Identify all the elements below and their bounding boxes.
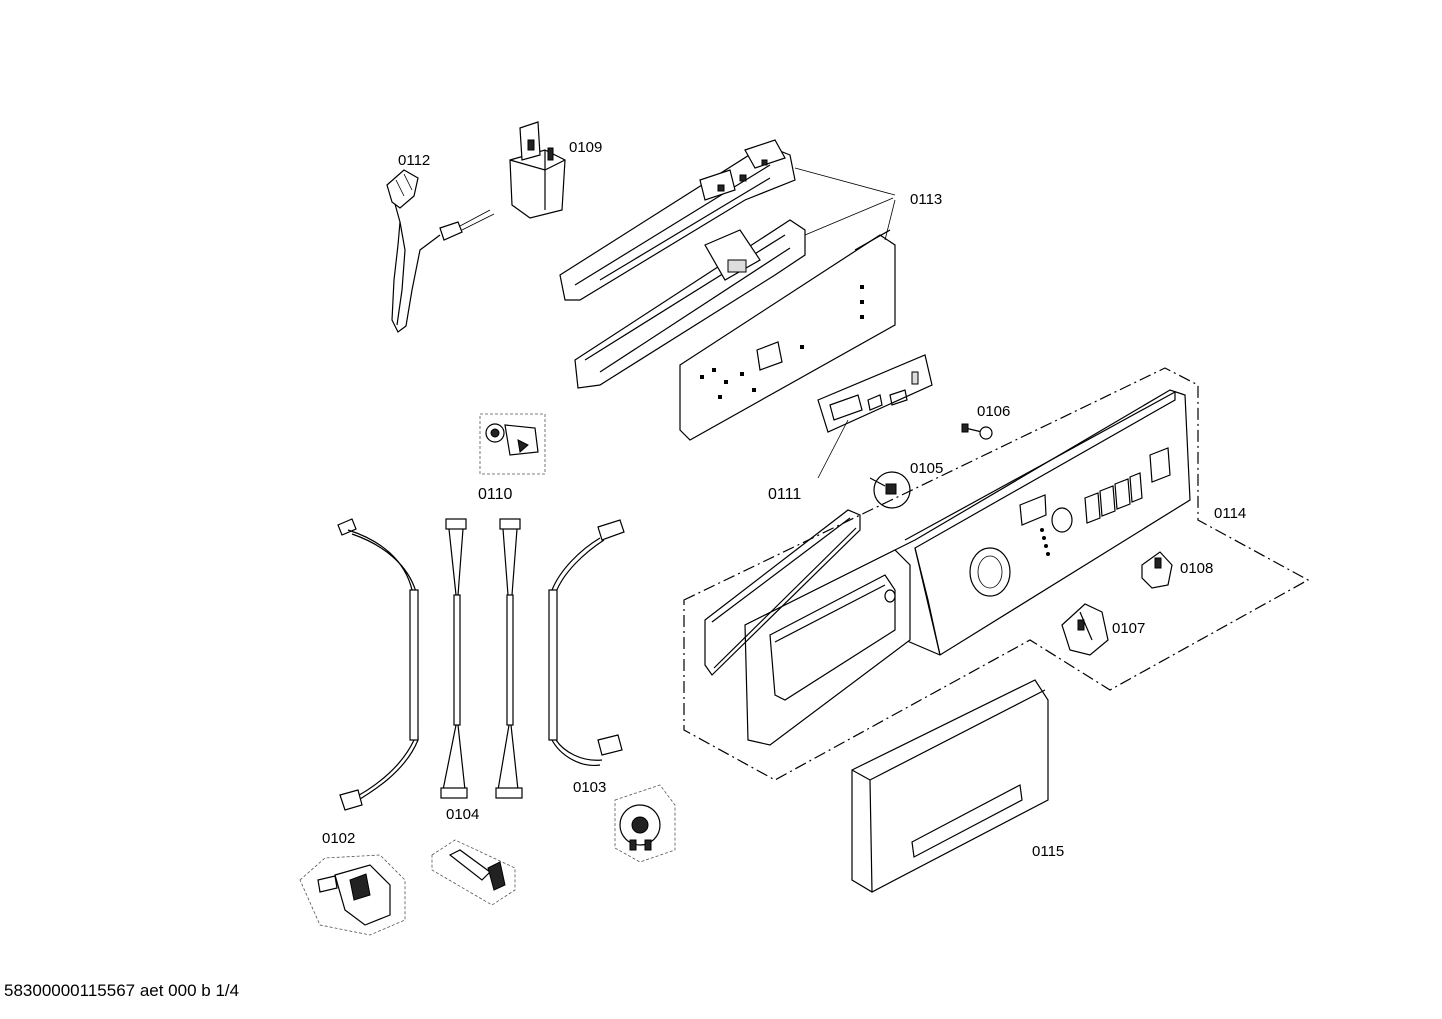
part-pressure-switch xyxy=(614,784,676,863)
label-0105: 0105 xyxy=(910,460,944,477)
part-0108-knob xyxy=(1141,551,1173,589)
label-0112: 0112 xyxy=(398,152,431,169)
part-0112-power-cord xyxy=(386,169,495,333)
part-0107-knob xyxy=(1061,603,1109,656)
label-0103: 0103 xyxy=(573,779,607,796)
part-sensor xyxy=(431,839,516,906)
label-0102: 0102 xyxy=(322,830,356,847)
drawing-number-footer: 58300000115567 aet 000 b 1/4 xyxy=(4,981,240,1000)
label-0114: 0114 xyxy=(1214,505,1247,522)
part-0115-drawer-handle xyxy=(851,679,1049,893)
part-0102-harness xyxy=(337,518,419,811)
part-0103-harness xyxy=(548,519,625,767)
part-0111-display-board xyxy=(817,354,933,479)
part-0114-control-panel xyxy=(683,367,1310,781)
label-0107: 0107 xyxy=(1112,620,1146,637)
part-0104-harness xyxy=(440,518,523,799)
part-0105-spindle xyxy=(869,471,911,509)
label-0110: 0110 xyxy=(478,486,513,503)
part-0113-module-frames xyxy=(559,139,896,441)
label-0109: 0109 xyxy=(569,139,603,156)
label-0113: 0113 xyxy=(910,191,943,208)
label-0106: 0106 xyxy=(977,403,1011,420)
part-drain-pump xyxy=(299,854,406,936)
label-0104: 0104 xyxy=(446,806,480,823)
label-0115: 0115 xyxy=(1032,843,1065,860)
label-0111: 0111 xyxy=(768,486,802,503)
part-0110-pump xyxy=(479,413,546,475)
part-0106-button xyxy=(961,423,993,440)
part-0109-filter xyxy=(509,121,566,219)
label-0108: 0108 xyxy=(1180,560,1214,577)
